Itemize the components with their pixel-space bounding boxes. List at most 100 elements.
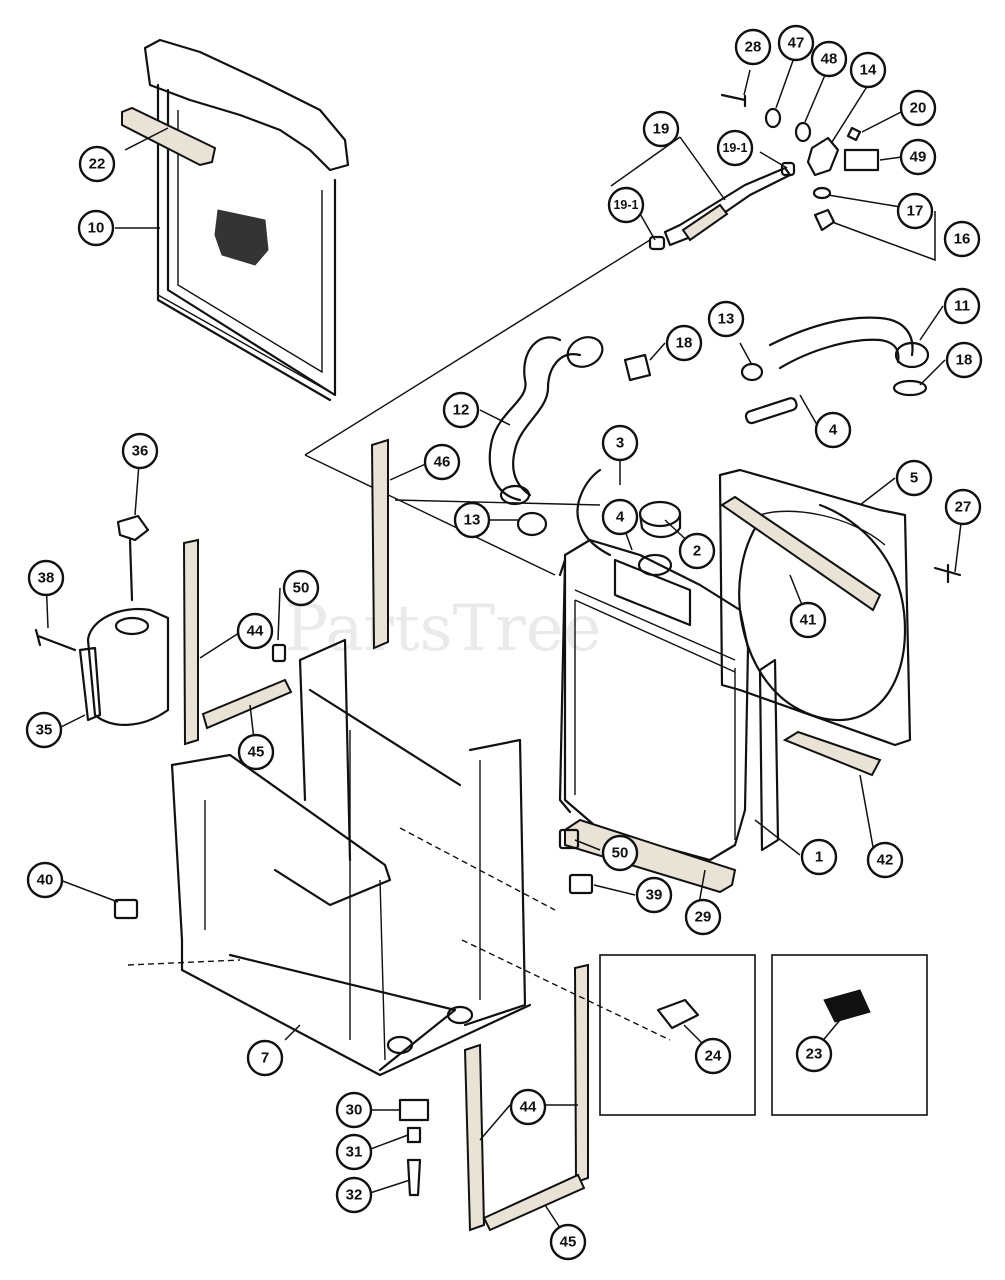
callout-13-lower: 13 xyxy=(453,501,491,539)
svg-text:28: 28 xyxy=(745,39,762,56)
svg-text:19-1: 19-1 xyxy=(613,198,638,212)
hose-clamp-13-lower xyxy=(516,511,548,537)
svg-text:30: 30 xyxy=(346,1102,363,1119)
callout-50-upper: 50 xyxy=(282,569,320,607)
svg-text:3: 3 xyxy=(616,435,624,452)
upper-hose-part xyxy=(488,336,604,506)
callout-47: 47 xyxy=(777,24,815,62)
svg-text:18: 18 xyxy=(956,352,973,369)
svg-text:39: 39 xyxy=(646,887,663,904)
svg-text:18: 18 xyxy=(676,335,693,352)
seal-strip-45-upper xyxy=(201,678,293,730)
callout-19: 19 xyxy=(642,110,680,148)
svg-text:36: 36 xyxy=(132,443,149,460)
callout-7: 7 xyxy=(246,1039,284,1077)
callout-45-upper: 45 xyxy=(237,733,275,771)
callout-4-upper: 4 xyxy=(814,411,852,449)
screw-38 xyxy=(34,628,77,652)
callout-11: 11 xyxy=(943,287,981,325)
callout-46: 46 xyxy=(423,443,461,481)
svg-text:1: 1 xyxy=(815,849,823,866)
svg-text:22: 22 xyxy=(89,156,106,173)
callout-42: 42 xyxy=(866,841,904,879)
washer-48 xyxy=(794,121,812,143)
callout-5: 5 xyxy=(895,459,933,497)
svg-text:48: 48 xyxy=(821,51,838,68)
callout-13-upper: 13 xyxy=(707,300,745,338)
svg-text:10: 10 xyxy=(88,220,105,237)
svg-text:47: 47 xyxy=(788,35,805,52)
svg-text:49: 49 xyxy=(910,149,927,166)
screen-mesh-patch xyxy=(214,209,269,266)
svg-text:50: 50 xyxy=(612,845,629,862)
callout-31: 31 xyxy=(335,1133,373,1171)
radiator-support-frame-part xyxy=(113,638,594,1077)
svg-text:32: 32 xyxy=(346,1187,363,1204)
svg-text:16: 16 xyxy=(954,231,971,248)
svg-text:27: 27 xyxy=(955,499,972,516)
radiator-screen-part xyxy=(121,38,350,402)
svg-text:40: 40 xyxy=(37,872,54,889)
tube-4 xyxy=(744,397,798,425)
svg-text:35: 35 xyxy=(36,722,53,739)
radiator-core-part xyxy=(558,538,780,894)
svg-text:5: 5 xyxy=(910,470,918,487)
svg-text:31: 31 xyxy=(346,1144,363,1161)
svg-text:17: 17 xyxy=(907,203,924,220)
callout-23: 23 xyxy=(795,1035,833,1073)
callout-2: 2 xyxy=(678,532,716,570)
hose-49 xyxy=(843,148,880,172)
callout-41: 41 xyxy=(789,601,827,639)
screw-28 xyxy=(720,93,747,108)
callout-22: 22 xyxy=(78,145,116,183)
clip-24 xyxy=(656,998,700,1030)
callout-3: 3 xyxy=(601,424,639,462)
callout-28: 28 xyxy=(734,28,772,66)
inset-box-24 xyxy=(599,954,756,1116)
callout-12: 12 xyxy=(442,391,480,429)
svg-text:20: 20 xyxy=(910,100,927,117)
callout-20: 20 xyxy=(899,89,937,127)
svg-text:23: 23 xyxy=(806,1046,823,1063)
callout-24: 24 xyxy=(694,1037,732,1075)
callout-14: 14 xyxy=(849,51,887,89)
callout-44-lower: 44 xyxy=(509,1088,547,1126)
hose-clamp-13-upper xyxy=(740,362,764,382)
svg-text:2: 2 xyxy=(693,543,701,560)
callout-29: 29 xyxy=(684,898,722,936)
callout-1: 1 xyxy=(800,838,838,876)
radiator-cap-2 xyxy=(638,500,682,528)
callout-19-1-upper: 19-1 xyxy=(716,129,754,167)
clamp-19-1-lower xyxy=(648,235,666,251)
hose-19 xyxy=(681,203,729,242)
svg-text:14: 14 xyxy=(860,62,877,79)
callout-44-upper: 44 xyxy=(236,612,274,650)
callout-18-right: 18 xyxy=(945,341,983,379)
valve-14 xyxy=(806,136,840,177)
seal-strip-44-upper xyxy=(182,538,199,746)
clip-50-lower xyxy=(558,828,580,850)
callout-10: 10 xyxy=(77,209,115,247)
callout-32: 32 xyxy=(335,1176,373,1214)
svg-text:44: 44 xyxy=(247,623,264,640)
callout-16: 16 xyxy=(943,220,981,258)
clip-40 xyxy=(113,898,139,920)
bolt-32 xyxy=(406,1158,422,1197)
fitting-16 xyxy=(813,208,836,232)
svg-text:4: 4 xyxy=(829,422,838,439)
bottle-cap-36 xyxy=(116,514,150,542)
clip-39 xyxy=(568,873,594,895)
svg-text:50: 50 xyxy=(293,580,310,597)
washer-47 xyxy=(764,107,782,129)
screw-27 xyxy=(933,563,962,584)
callout-50-lower: 50 xyxy=(601,834,639,872)
svg-text:29: 29 xyxy=(695,909,712,926)
washer-31 xyxy=(406,1126,422,1144)
seal-strip-22 xyxy=(121,106,217,167)
overflow-tube-3 xyxy=(576,468,612,557)
callout-35: 35 xyxy=(25,711,63,749)
callout-39: 39 xyxy=(635,876,673,914)
svg-text:45: 45 xyxy=(248,744,265,761)
callout-17: 17 xyxy=(896,192,934,230)
